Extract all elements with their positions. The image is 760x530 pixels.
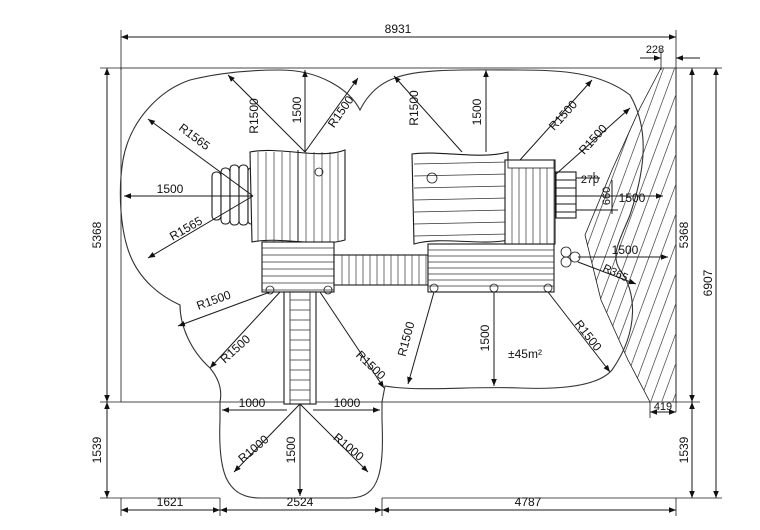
decorative-line	[654, 68, 676, 402]
decorative-line	[632, 68, 676, 402]
ladder-dim-label: 270	[581, 174, 599, 186]
distance-label: 1500	[284, 436, 298, 463]
decorative-line	[643, 68, 676, 402]
radius-label: R1000	[331, 430, 367, 464]
radius-label: R365	[601, 262, 630, 284]
right-platform	[427, 221, 555, 293]
play-structure	[211, 149, 581, 405]
radius-label: R1000	[235, 432, 271, 466]
radius-label: R1500	[325, 93, 357, 130]
distance-label: 1500	[612, 243, 639, 257]
radius-label: R1500	[353, 348, 388, 383]
radius-label: R1565	[176, 121, 213, 154]
radius-label: R1500	[217, 332, 253, 366]
right-lower-height-label: 1539	[677, 436, 691, 463]
right-upper-height-label: 5368	[677, 221, 691, 248]
bottom-mid-label: 2524	[287, 495, 314, 509]
distance-label: 1500	[619, 191, 646, 205]
ladder-dim-label: 660	[601, 187, 613, 205]
decorative-line	[710, 40, 760, 420]
area-label: ±45m²	[508, 347, 542, 361]
decorative-line	[413, 185, 509, 189]
decorative-line	[585, 68, 676, 402]
decorative-line	[585, 68, 675, 402]
decorative-line	[413, 197, 509, 201]
decorative-line	[754, 40, 760, 420]
left-upper-height-label: 5368	[90, 221, 104, 248]
overall-width-label: 8931	[385, 22, 412, 36]
distance-label: 1500	[290, 96, 304, 123]
radius-label: R1500	[395, 320, 418, 358]
right-deck-extension	[504, 159, 556, 245]
decorative-line	[688, 40, 760, 420]
decorative-line	[585, 68, 676, 402]
decorative-line	[413, 233, 509, 237]
ladder	[555, 171, 577, 219]
decorative-line	[732, 40, 760, 420]
hatch-boundary	[584, 67, 662, 403]
radius-label: R1500	[572, 317, 605, 354]
decorative-line	[413, 209, 509, 213]
radius-label: R1500	[576, 121, 610, 157]
bottom-left-label: 1621	[157, 495, 184, 509]
radius-label: R1500	[195, 288, 233, 313]
distance-label: 1500	[157, 182, 184, 196]
hatch-offset-label: 228	[646, 44, 664, 56]
exterior-dimension-lines	[100, 30, 722, 516]
decorative-line	[699, 40, 760, 420]
slide	[283, 291, 317, 405]
distance-label: 1000	[334, 396, 361, 410]
left-platform	[261, 241, 335, 295]
decorative-line	[588, 68, 676, 402]
radius-label: R1500	[546, 97, 580, 133]
distance-labels: 1500 1500 1500 1500 1500 1500 1500 1000 …	[157, 96, 646, 463]
decorative-line	[585, 68, 676, 402]
decorative-line	[610, 68, 676, 402]
bottom-right-offset-label: 419	[654, 401, 672, 413]
radius-label: R1500	[407, 90, 421, 126]
decorative-line	[413, 173, 509, 177]
distance-label: 1000	[239, 396, 266, 410]
right-tower-roof	[411, 151, 509, 245]
distance-label: 1500	[478, 324, 492, 351]
safety-zone-outline	[119, 69, 644, 499]
left-tower-roof	[249, 149, 346, 244]
decorative-line	[413, 161, 509, 165]
decorative-line	[743, 40, 760, 420]
decorative-line	[599, 68, 676, 402]
hand-rings	[560, 246, 581, 268]
decorative-line	[413, 221, 509, 225]
decorative-line	[721, 40, 760, 420]
outer-frame	[120, 67, 677, 412]
dimension-labels: 8931 228 419 5368 5368 6907 1539 1539 16…	[90, 22, 715, 509]
right-total-height-label: 6907	[701, 269, 715, 296]
distance-label: 1500	[470, 98, 484, 125]
radius-label: R1565	[167, 213, 205, 243]
radius-lines	[124, 70, 668, 496]
bottom-right-label: 4787	[515, 495, 542, 509]
decorative-line	[621, 68, 676, 402]
radius-label: R1500	[247, 98, 261, 134]
rope-bridge	[333, 254, 429, 286]
left-lower-height-label: 1539	[90, 436, 104, 463]
